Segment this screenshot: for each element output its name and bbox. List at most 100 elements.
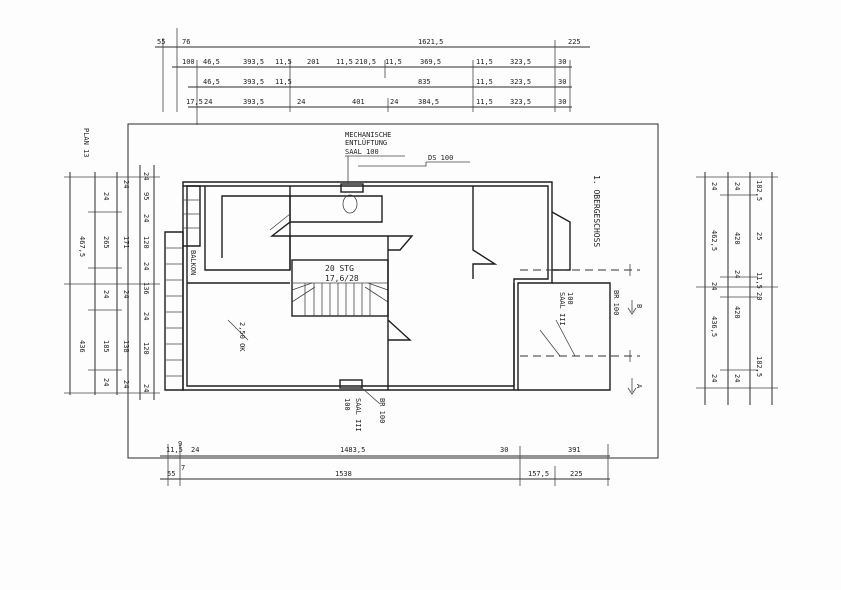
dim-right-c2-4: 24	[733, 374, 741, 382]
dim-top-r2-11: 30	[558, 58, 566, 66]
dim-left-mid-0: 24	[102, 192, 110, 200]
dim-right-c1-2: 24	[710, 282, 718, 290]
dim-top-r4-6: 384,5	[418, 98, 439, 106]
stair-label: 20 STG	[325, 264, 354, 273]
dim-top-r4-0: 17,5	[186, 98, 203, 106]
dim-right-c2-2: 24	[733, 270, 741, 278]
dim-right-c3-1: 25	[755, 232, 763, 240]
dim-right-c1-3: 436,5	[710, 316, 718, 337]
dim-bottom-r1-2: 24	[191, 446, 199, 454]
dim-top-r3-3: 835	[418, 78, 431, 86]
dim-top-r2-7: 11,5	[385, 58, 402, 66]
dim-top-r4-2: 393,5	[243, 98, 264, 106]
dim-top-r2-3: 11,5	[275, 58, 292, 66]
dim-left-innermost-5: 136	[142, 282, 150, 295]
dim-right-c1-4: 24	[710, 374, 718, 382]
section-lines: B A	[520, 264, 643, 395]
dim-top-r2-6: 210,5	[355, 58, 376, 66]
dim-left-innermost-2: 24	[142, 214, 150, 222]
dim-right-c3-4: 182,5	[755, 356, 763, 377]
dim-left-innermost-6: 24	[142, 312, 150, 320]
dim-bottom-r1-1: 9	[178, 440, 182, 448]
dim-left-inner-0: 24	[122, 180, 130, 188]
dim-top-r3-1: 393,5	[243, 78, 264, 86]
dim-right-c2-0: 24	[733, 182, 741, 190]
dim-right-c1-1: 462,5	[710, 230, 718, 251]
room-label-bottom-a: SAAL III	[354, 398, 362, 432]
dim-left-mid-2: 24	[102, 290, 110, 298]
dim-left-mid-4: 24	[102, 378, 110, 386]
left-dimension-chain: 467,5 436 24 265 24 185 24 24 171 24 138…	[64, 128, 160, 400]
dim-left-innermost-0: 24	[142, 172, 150, 180]
dim-bottom-r2-4: 225	[570, 470, 583, 478]
dim-top-r4-9: 30	[558, 98, 566, 106]
dim-left-outer-0: 467,5	[78, 236, 86, 257]
balcony-label: BALKON	[189, 250, 197, 275]
room-label-right-a: SAAL III	[558, 292, 566, 326]
top-dimension-chain: 55 76 1621,5 225 100 46,5 393,5 11,5 201…	[155, 28, 590, 125]
dim-top-r2-9: 11,5	[476, 58, 493, 66]
dim-top-r3-0: 46,5	[203, 78, 220, 86]
room-label-bottom-c: BR 100	[378, 398, 386, 423]
dim-top-r1-3: 225	[568, 38, 581, 46]
dim-top-r3-5: 323,5	[510, 78, 531, 86]
dim-top-r2-2: 393,5	[243, 58, 264, 66]
dim-top-r2-5: 11,5	[336, 58, 353, 66]
dim-left-inner-3: 138	[122, 340, 130, 353]
dim-right-c1-0: 24	[710, 182, 718, 190]
dim-top-r2-1: 46,5	[203, 58, 220, 66]
dim-left-innermost-4: 24	[142, 262, 150, 270]
dim-top-r1-1: 76	[182, 38, 190, 46]
room-label-bottom-b: 100	[343, 398, 351, 411]
dim-top-r4-8: 323,5	[510, 98, 531, 106]
floor-title: 1. OBERGESCHOSS	[592, 175, 601, 247]
dim-top-r4-7: 11,5	[476, 98, 493, 106]
dim-top-r1-0: 55	[157, 38, 165, 46]
bottom-dimension-chain: 11,5 9 24 1483,5 30 391 55 7 1538 157,5 …	[160, 440, 610, 486]
ventilation-label-1: MECHANISCHE	[345, 131, 391, 139]
dim-bottom-r2-2: 1538	[335, 470, 352, 478]
dim-top-r2-0: 100	[182, 58, 195, 66]
stair-ratio: 17,6/28	[325, 274, 359, 283]
section-mark-b: B	[635, 304, 643, 308]
dim-left-mid-1: 265	[102, 236, 110, 249]
dim-right-c3-2: 11,5	[755, 272, 763, 289]
dim-left-innermost-1: 95	[142, 192, 150, 200]
dim-right-c3-3: 20	[755, 292, 763, 300]
dim-top-r3-2: 11,5	[275, 78, 292, 86]
dim-left-inner-4: 24	[122, 380, 130, 388]
dim-top-r3-6: 30	[558, 78, 566, 86]
dim-top-r2-8: 369,5	[420, 58, 441, 66]
room-label-right-c: BR 100	[612, 290, 620, 315]
dim-top-r4-5: 24	[390, 98, 398, 106]
room-label-left: 2,50 OK	[238, 322, 246, 352]
dim-top-r4-1: 24	[204, 98, 212, 106]
dim-left-inner-1: 171	[122, 236, 130, 249]
dim-left-outer-1: 436	[78, 340, 86, 353]
dim-top-r2-10: 323,5	[510, 58, 531, 66]
site-boundary	[127, 123, 659, 459]
dim-bottom-r1-5: 391	[568, 446, 581, 454]
dim-right-c2-3: 420	[733, 306, 741, 319]
dim-top-r1-2: 1621,5	[418, 38, 443, 46]
dim-right-c3-0: 182,5	[755, 180, 763, 201]
dim-top-r3-4: 11,5	[476, 78, 493, 86]
dim-bottom-r2-1: 7	[181, 464, 185, 472]
dim-left-innermost-8: 24	[142, 384, 150, 392]
dim-bottom-r2-3: 157,5	[528, 470, 549, 478]
ventilation-label-2: ENTLÜFTUNG	[345, 138, 387, 147]
dim-left-innermost-7: 120	[142, 342, 150, 355]
plan-label: PLAN 13	[82, 128, 90, 158]
dim-right-c2-1: 420	[733, 232, 741, 245]
dim-top-r4-3: 24	[297, 98, 305, 106]
dim-bottom-r2-0: 55	[167, 470, 175, 478]
ventilation-ref: DS 100	[428, 154, 453, 162]
section-mark-a: A	[635, 384, 643, 389]
building-walls	[164, 181, 611, 405]
dim-bottom-r1-3: 1483,5	[340, 446, 365, 454]
right-dimension-chain: 24 462,5 24 436,5 24 24 420 24 420 24 18…	[696, 172, 778, 405]
annotations: MECHANISCHE ENTLÜFTUNG SAAL 100 DS 100 2…	[189, 131, 620, 432]
dim-bottom-r1-0: 11,5	[166, 446, 183, 454]
